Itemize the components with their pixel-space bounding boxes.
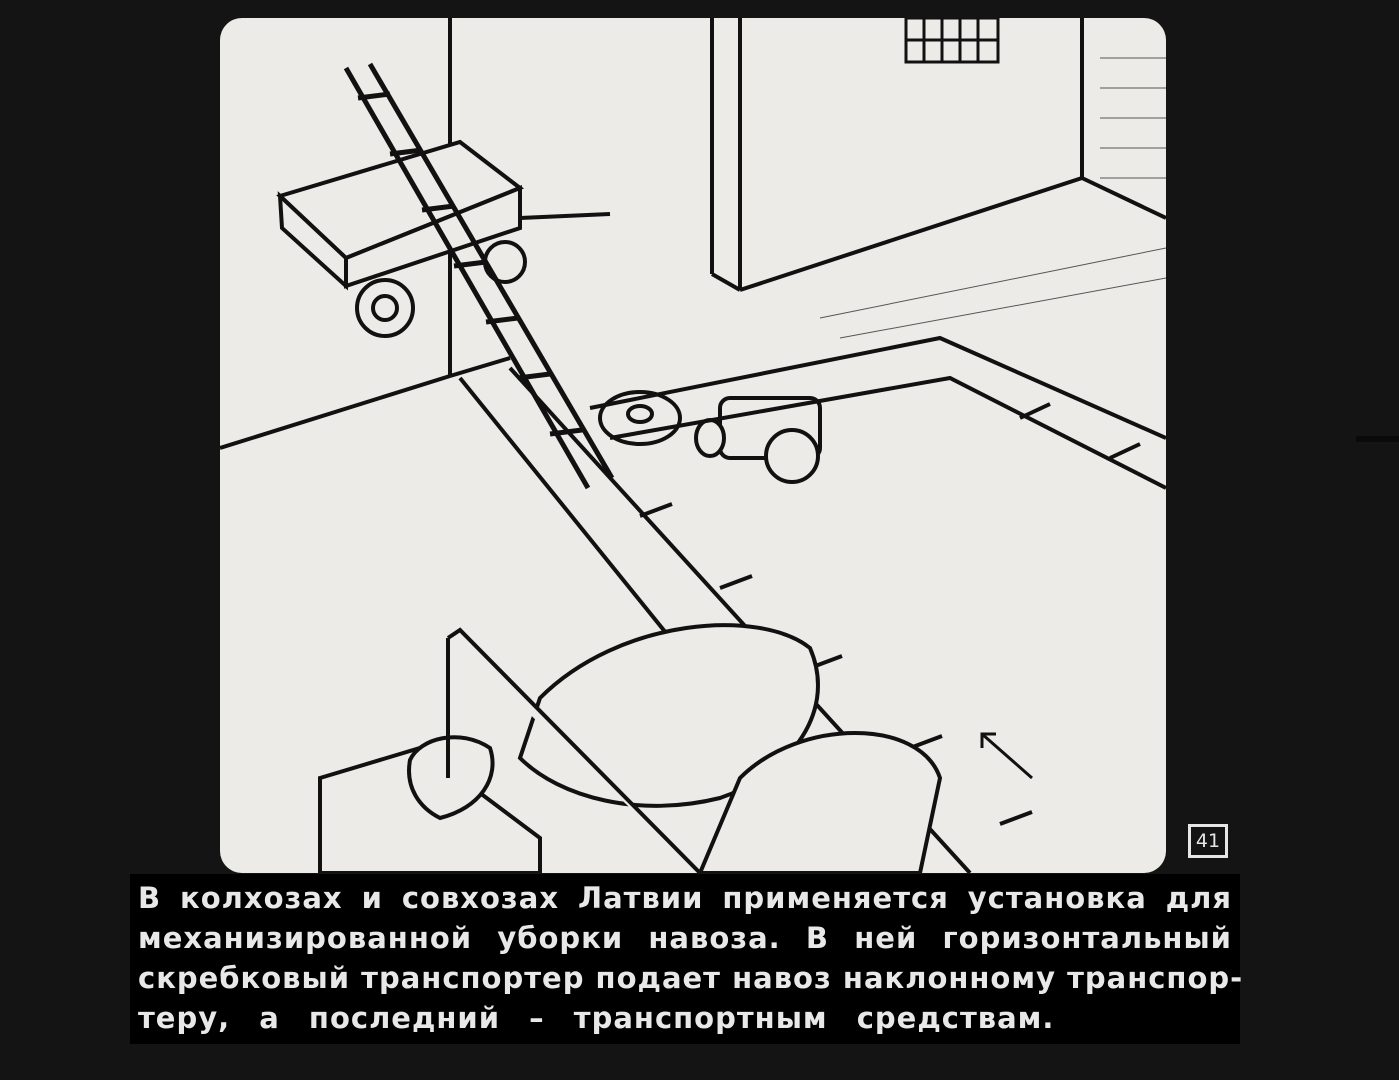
caption-line-1: В колхозах и совхозах Латвии применяется…: [138, 881, 1232, 915]
film-edge-mark: [1356, 436, 1399, 442]
barn-window: [904, 18, 1000, 64]
barn-walls: [220, 18, 1166, 450]
caption-line-3: скребковый транспортер подает навоз накл…: [138, 961, 1244, 995]
cows-and-feeder: [318, 623, 943, 873]
illustration-frame: [220, 18, 1166, 873]
inclined-conveyor: [343, 62, 615, 490]
brick-hatching: [819, 57, 1166, 339]
slide-number: 41: [1188, 824, 1228, 858]
manure-removal-illustration: [220, 18, 1166, 873]
trailer: [276, 139, 611, 338]
caption-line-4: теру, а последний – транспортным средств…: [138, 1001, 1055, 1035]
direction-arrow: [980, 732, 1033, 780]
caption-line-2: механизированной уборки навоза. В ней го…: [138, 921, 1232, 955]
slide-caption: В колхозах и совхозах Латвии применяется…: [130, 874, 1244, 1044]
